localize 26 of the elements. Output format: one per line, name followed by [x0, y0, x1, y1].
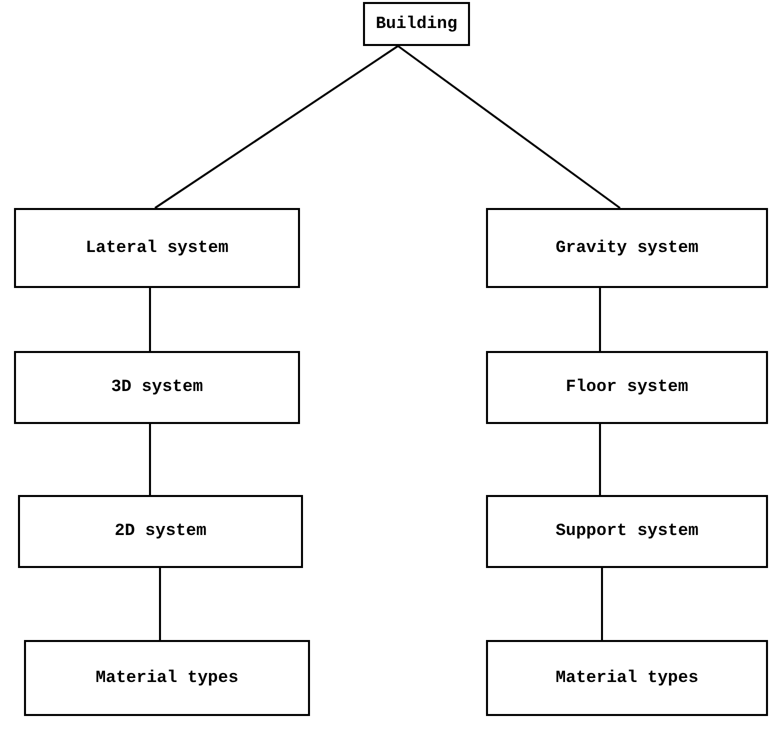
system-box: [24, 640, 310, 716]
connector-line: [149, 288, 151, 351]
connector-line: [599, 424, 601, 495]
system-box: [486, 495, 768, 568]
connector-line: [159, 568, 161, 640]
system-box: [14, 351, 300, 424]
system-box: [486, 351, 768, 424]
box-label: 3D system: [111, 378, 203, 397]
box-label: Building: [376, 14, 458, 34]
connector-line: [601, 568, 603, 640]
box-label: Support system: [556, 522, 698, 541]
system-box: [486, 640, 768, 716]
connector-line: [397, 45, 621, 209]
system-box: [14, 208, 300, 288]
box-label: Gravity system: [556, 238, 698, 258]
box-label: Lateral system: [86, 238, 228, 258]
system-box: [486, 208, 768, 288]
connector-line: [599, 288, 601, 351]
box-label: Material types: [556, 668, 698, 688]
box-label: Material types: [96, 668, 238, 688]
system-box: [18, 495, 303, 568]
system-box: [363, 2, 470, 46]
connector-line: [154, 45, 399, 209]
box-label: 2D system: [114, 522, 206, 541]
box-label: Floor system: [566, 378, 688, 397]
connector-line: [149, 424, 151, 495]
